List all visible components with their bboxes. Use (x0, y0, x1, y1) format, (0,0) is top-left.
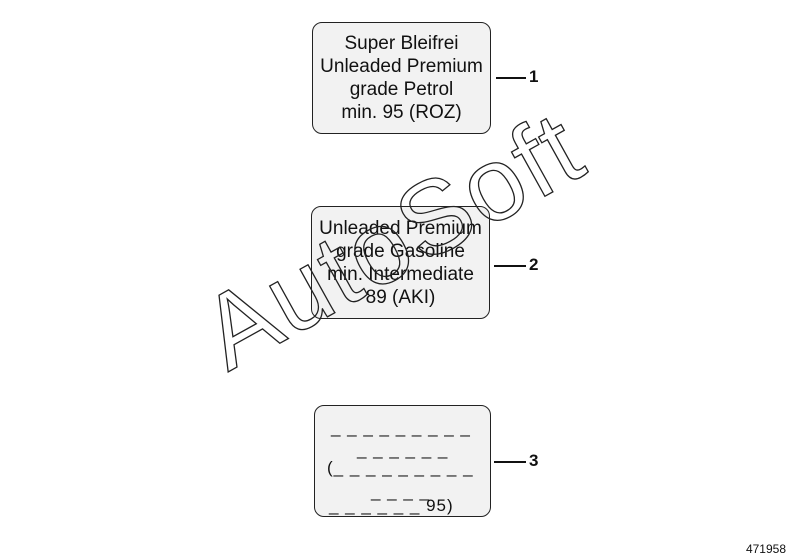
label-3-line-4: _ _ _ _ (371, 482, 430, 501)
label-1-line-1: Super Bleifrei (344, 33, 459, 54)
label-2-line-4: 89 (AKI) (365, 286, 436, 308)
label-2-line-2: grade Gasoline (336, 240, 465, 262)
label-3-line-2: _ _ _ _ _ _ (357, 440, 449, 459)
leader-line-1 (496, 77, 526, 79)
fuel-label-2: Unleaded Premium grade Gasoline min. Int… (311, 206, 490, 319)
label-1-line-3: grade Petrol (349, 79, 454, 100)
leader-line-3 (494, 461, 526, 463)
fuel-label-3-placeholder: _ _ _ _ _ _ _ _ _ _ _ _ _ _ _ (_ _ _ _ _… (314, 405, 491, 517)
label-1-line-4: min. 95 (ROZ) (341, 102, 462, 123)
label-2-line-3: min. Intermediate (327, 263, 474, 285)
label-3-line-1: _ _ _ _ _ _ _ _ _ (331, 418, 471, 437)
label-3-line-5: _ _ _ _ _ _ 95) (329, 496, 454, 515)
fuel-label-1: Super Bleifrei Unleaded Premium grade Pe… (312, 22, 491, 134)
callout-3: 3 (529, 451, 539, 470)
callout-2: 2 (529, 255, 539, 274)
label-3-line-3: (_ _ _ _ _ _ _ _ _ (327, 458, 474, 477)
label-2-line-1: Unleaded Premium (319, 217, 482, 239)
leader-line-2 (494, 265, 526, 267)
label-1-line-2: Unleaded Premium (320, 56, 483, 77)
figure-reference-number: 471958 (745, 542, 786, 556)
callout-1: 1 (529, 67, 539, 86)
